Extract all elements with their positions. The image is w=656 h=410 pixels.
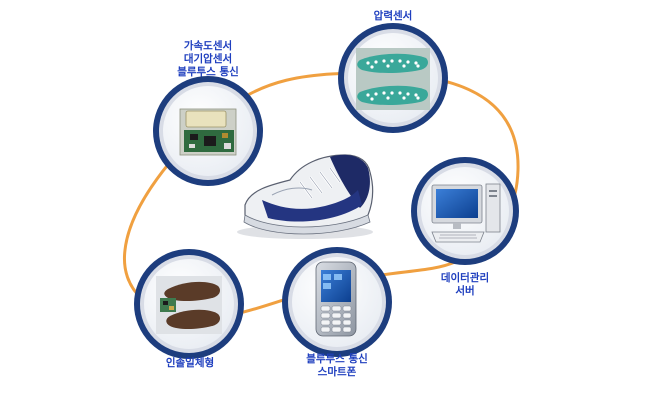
sensor-board-label: 가속도센서 대기압센서 블루투스 통신 [158, 40, 258, 79]
smart-shoe-image [237, 154, 374, 239]
label-line: 서버 [455, 285, 475, 297]
label-line: 가속도센서 [183, 40, 233, 52]
label-line: 데이터관리 [440, 272, 490, 284]
insole-label: 인솔일체형 [150, 357, 230, 370]
circuit-board-image [179, 108, 237, 156]
server-label: 데이터관리 서버 [425, 272, 505, 298]
label-line: 인솔일체형 [165, 357, 215, 369]
pressure-insole-image [356, 48, 430, 110]
label-line: 압력센서 [373, 10, 413, 22]
label-line: 스마트폰 [317, 366, 357, 378]
label-line: 대기압센서 [183, 53, 233, 65]
server-node [411, 157, 519, 265]
label-line: 블루투스 통신 [177, 66, 239, 78]
smartphone-label: 블루투스 통신 스마트폰 [292, 353, 382, 379]
smartphone-image [315, 261, 357, 337]
label-line: 블루투스 통신 [306, 353, 368, 365]
insole-node [134, 249, 244, 359]
sensor-board-node [153, 76, 263, 186]
pressure-sensor-label: 압력센서 [353, 10, 433, 23]
smartphone-node [282, 247, 392, 357]
insole-image [156, 276, 222, 334]
computer-image [431, 183, 501, 243]
pressure-sensor-node [338, 23, 448, 133]
